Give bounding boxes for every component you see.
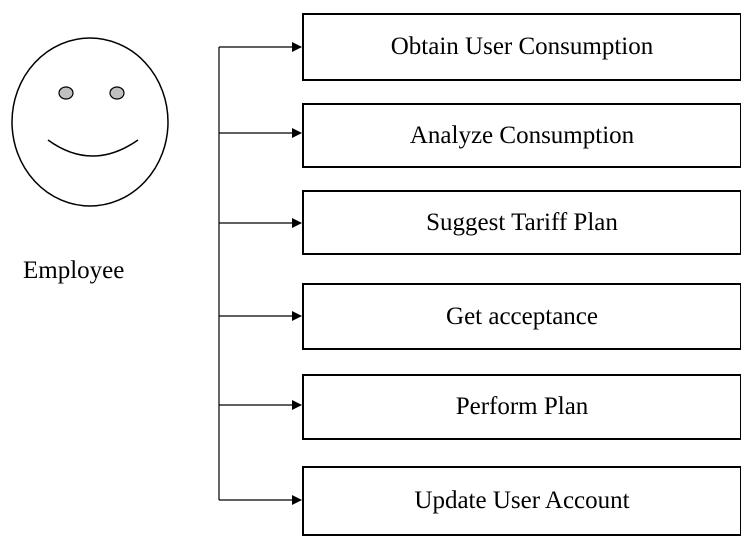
task-box-get-acceptance: Get acceptance (302, 283, 741, 350)
task-label: Get acceptance (446, 302, 598, 330)
task-box-suggest-tariff-plan: Suggest Tariff Plan (302, 190, 741, 255)
right-eye (109, 86, 125, 100)
task-box-analyze-consumption: Analyze Consumption (302, 103, 741, 168)
face-outline (11, 37, 169, 207)
task-label: Obtain User Consumption (390, 33, 654, 60)
task-box-perform-plan: Perform Plan (302, 374, 741, 440)
task-label: Perform Plan (455, 393, 589, 420)
task-box-update-user-account: Update User Account (302, 466, 741, 536)
task-label: Suggest Tariff Plan (426, 208, 618, 236)
smile-mouth (47, 139, 139, 157)
task-label: Update User Account (414, 487, 630, 514)
task-box-obtain-user-consumption: Obtain User Consumption (302, 13, 741, 81)
left-eye (58, 86, 74, 100)
smiley-face-icon (11, 37, 169, 207)
actor-label: Employee (23, 257, 125, 284)
task-label: Analyze Consumption (409, 121, 635, 149)
